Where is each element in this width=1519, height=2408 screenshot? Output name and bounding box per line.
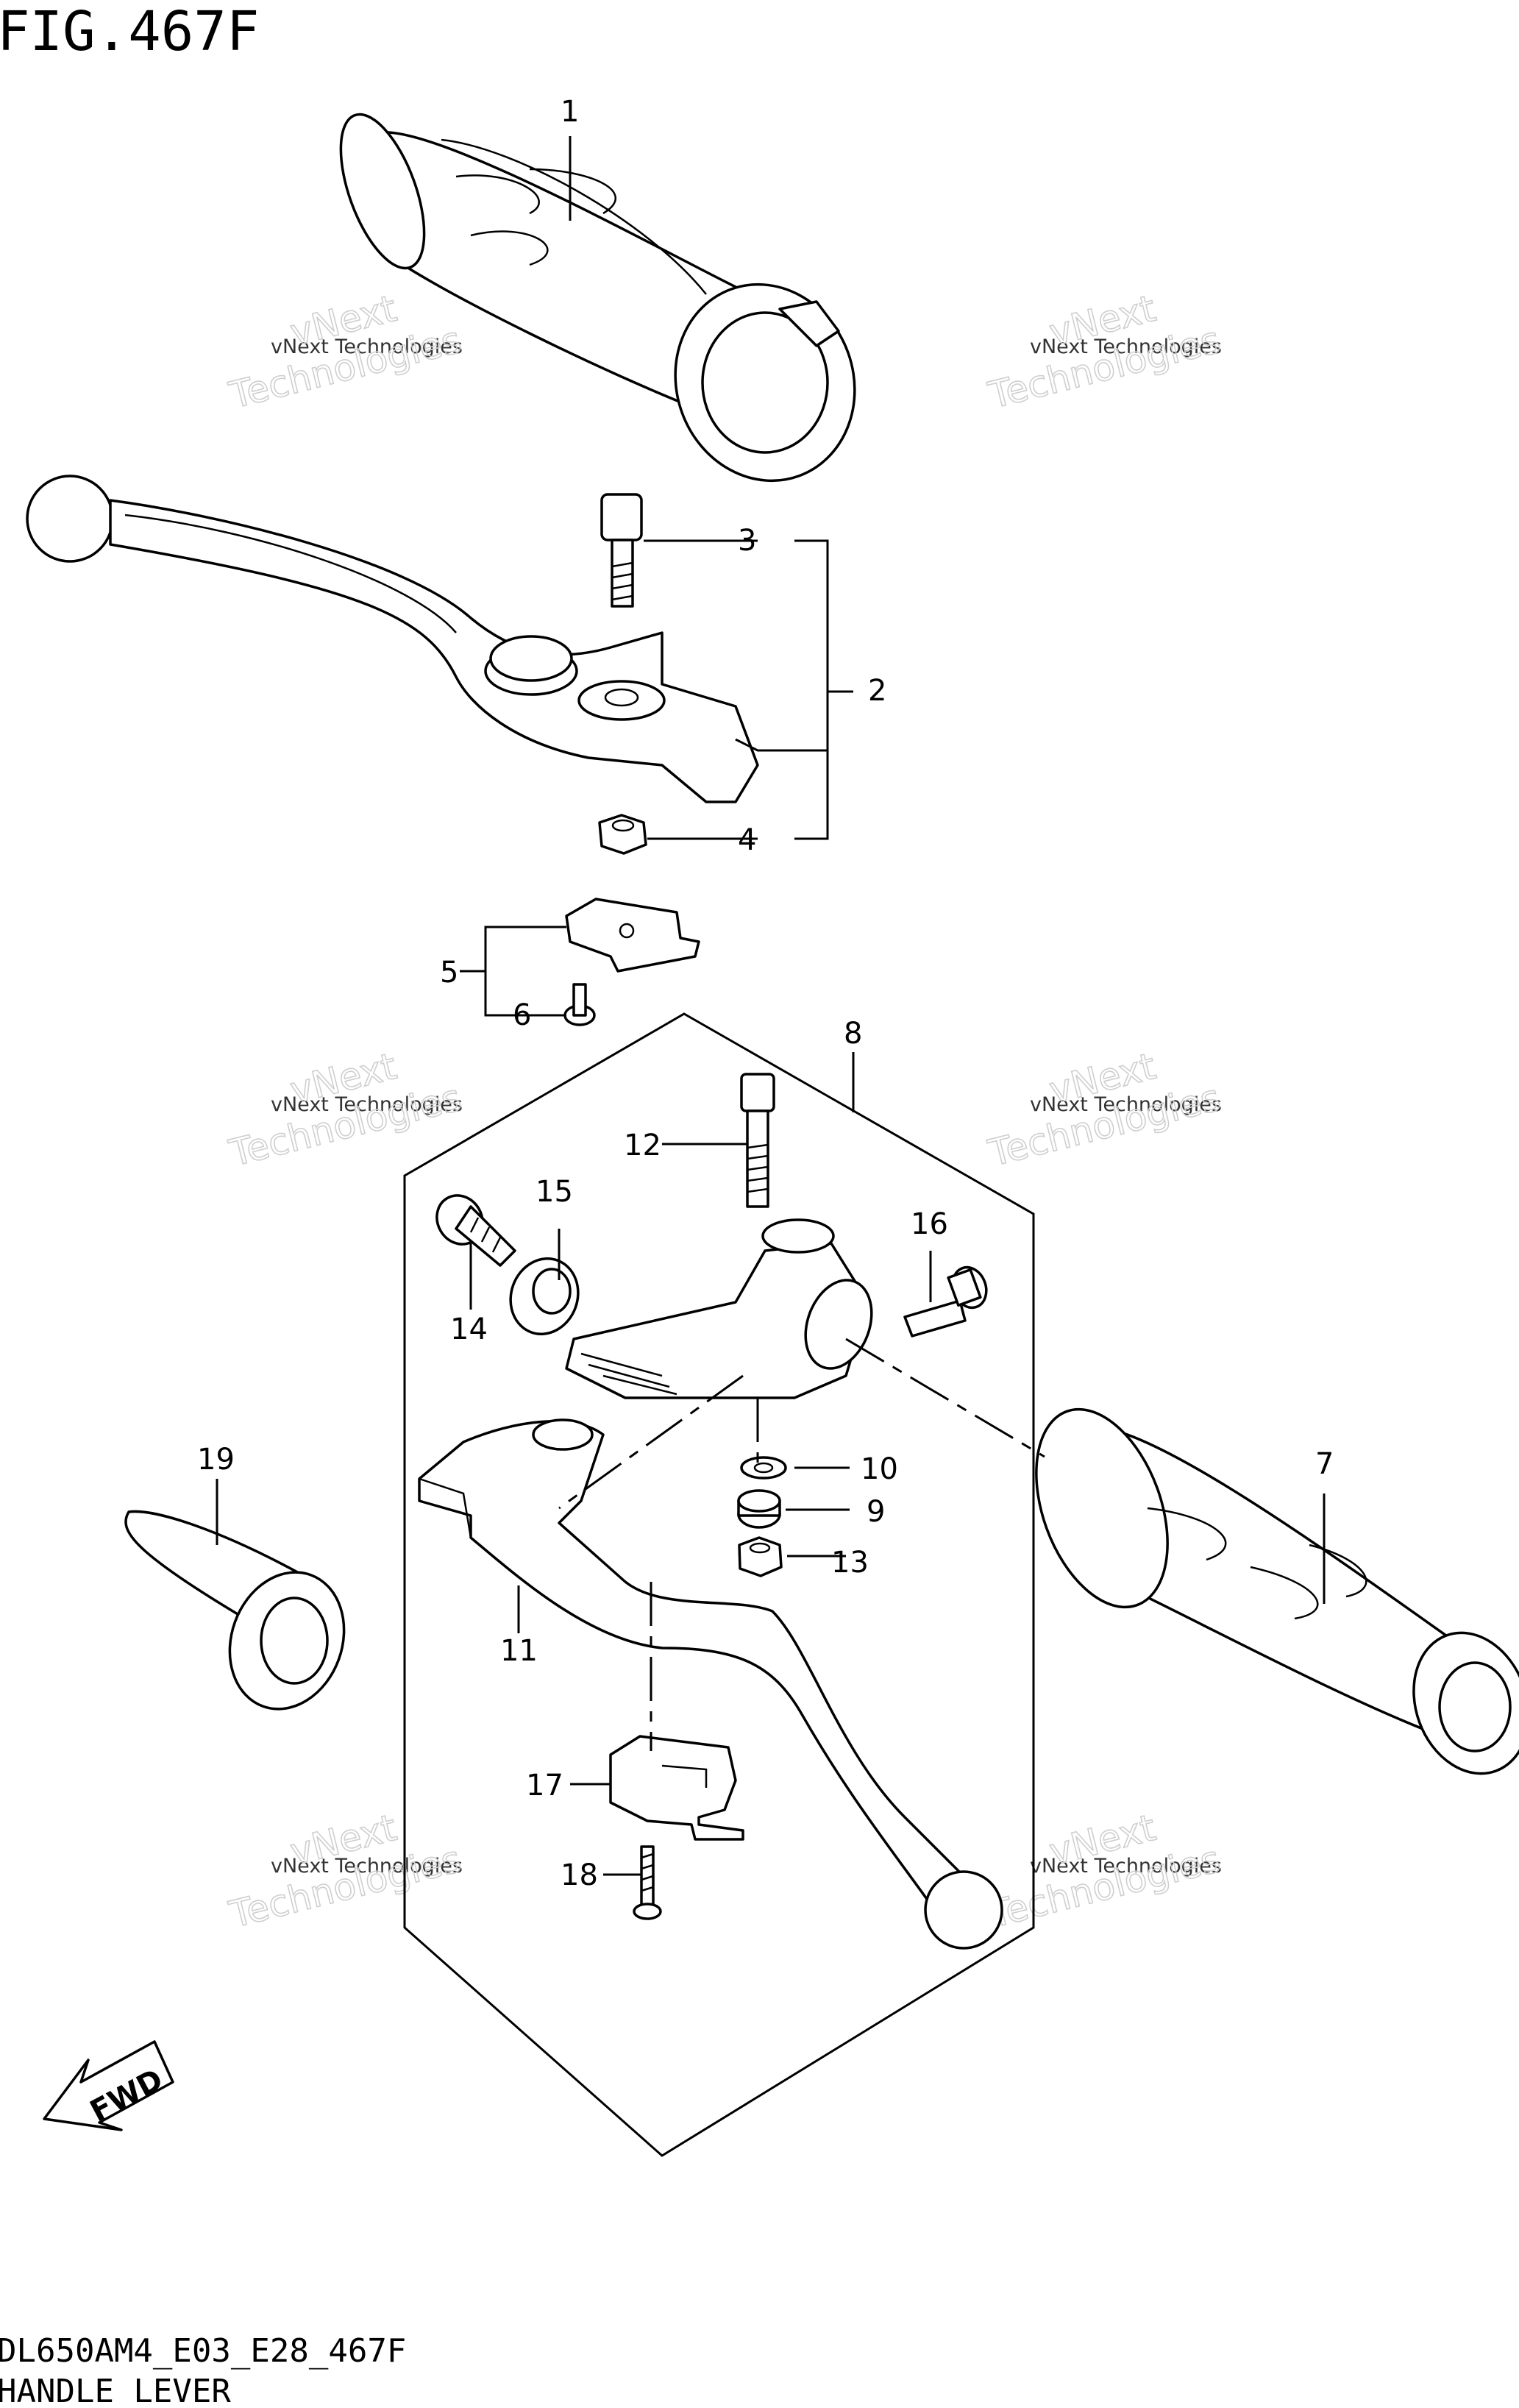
axis-line: [558, 1374, 744, 1510]
forward-direction-arrow: FWD: [43, 2040, 174, 2131]
clutch-lever-holder: [565, 1218, 873, 1399]
clutch-lever-nut: [738, 1536, 783, 1577]
callout-2: 2: [868, 674, 886, 708]
callout-6: 6: [513, 998, 531, 1032]
callout-10: 10: [861, 1452, 898, 1486]
callout-15: 15: [536, 1175, 573, 1209]
figure-caption: HANDLE LEVER: [0, 2373, 231, 2408]
svg-text:vNext Technologies: vNext Technologies: [271, 335, 463, 358]
axis-line: [845, 1338, 1045, 1458]
handle-grip-right: [1035, 1407, 1519, 1775]
callout-17: 17: [526, 1769, 563, 1803]
clutch-lever-assembly-outline: [403, 1012, 1035, 2157]
callout-4: 4: [738, 823, 756, 857]
clutch-adjust-bolt: [740, 1073, 775, 1208]
callout-16: 16: [911, 1207, 948, 1241]
svg-text:vNext Technologies: vNext Technologies: [1030, 1093, 1222, 1116]
clutch-switch-screw: [633, 1845, 662, 1920]
callout-9: 9: [867, 1495, 885, 1529]
holder-bolt: [903, 1265, 988, 1338]
handle-grip-left: [339, 113, 856, 483]
adjuster-bolt: [435, 1194, 516, 1267]
leader-lines: [216, 136, 1326, 1876]
callout-13: 13: [831, 1546, 869, 1580]
switch-screw: [563, 983, 596, 1026]
watermark: vNext Technologies vNext Technologies: [224, 1805, 466, 1936]
clutch-switch: [609, 1735, 744, 1841]
figure-title: FIG.467F: [0, 0, 259, 63]
callout-8: 8: [844, 1017, 862, 1051]
callout-1: 1: [561, 95, 579, 129]
callout-14: 14: [450, 1313, 488, 1346]
watermark: vNext Technologies vNext Technologies: [983, 286, 1225, 417]
adjuster-spring: [509, 1257, 580, 1335]
svg-text:vNext Technologies: vNext Technologies: [1030, 1855, 1222, 1878]
svg-text:vNext Technologies: vNext Technologies: [1030, 335, 1222, 358]
clutch-lever: [418, 1418, 1003, 1950]
callout-5: 5: [440, 956, 458, 990]
watermark: vNext Technologies vNext Technologies: [224, 286, 466, 417]
callout-7: 7: [1315, 1447, 1334, 1481]
brake-light-switch: [565, 898, 700, 973]
figure-code: DL650AM4_E03_E28_467F: [0, 2332, 406, 2370]
front-brake-lever-assembly: [26, 475, 759, 803]
spacer: [737, 1489, 781, 1529]
callout-19: 19: [197, 1443, 235, 1477]
brake-lever-bolt: [600, 493, 643, 608]
svg-text:vNext Technologies: vNext Technologies: [271, 1855, 463, 1878]
callout-3: 3: [738, 524, 756, 558]
callout-11: 11: [500, 1634, 538, 1668]
washer: [740, 1456, 787, 1480]
bar-end-cap: [124, 1510, 346, 1711]
svg-text:vNext Technologies: vNext Technologies: [271, 1093, 463, 1116]
watermark: vNext Technologies vNext Technologies: [224, 1044, 466, 1175]
callout-18: 18: [561, 1858, 598, 1892]
watermark: vNext Technologies vNext Technologies: [983, 1044, 1225, 1175]
brake-lever-nut: [598, 814, 647, 855]
callout-12: 12: [624, 1129, 661, 1162]
watermark: vNext Technologies vNext Technologies: [983, 1805, 1225, 1936]
